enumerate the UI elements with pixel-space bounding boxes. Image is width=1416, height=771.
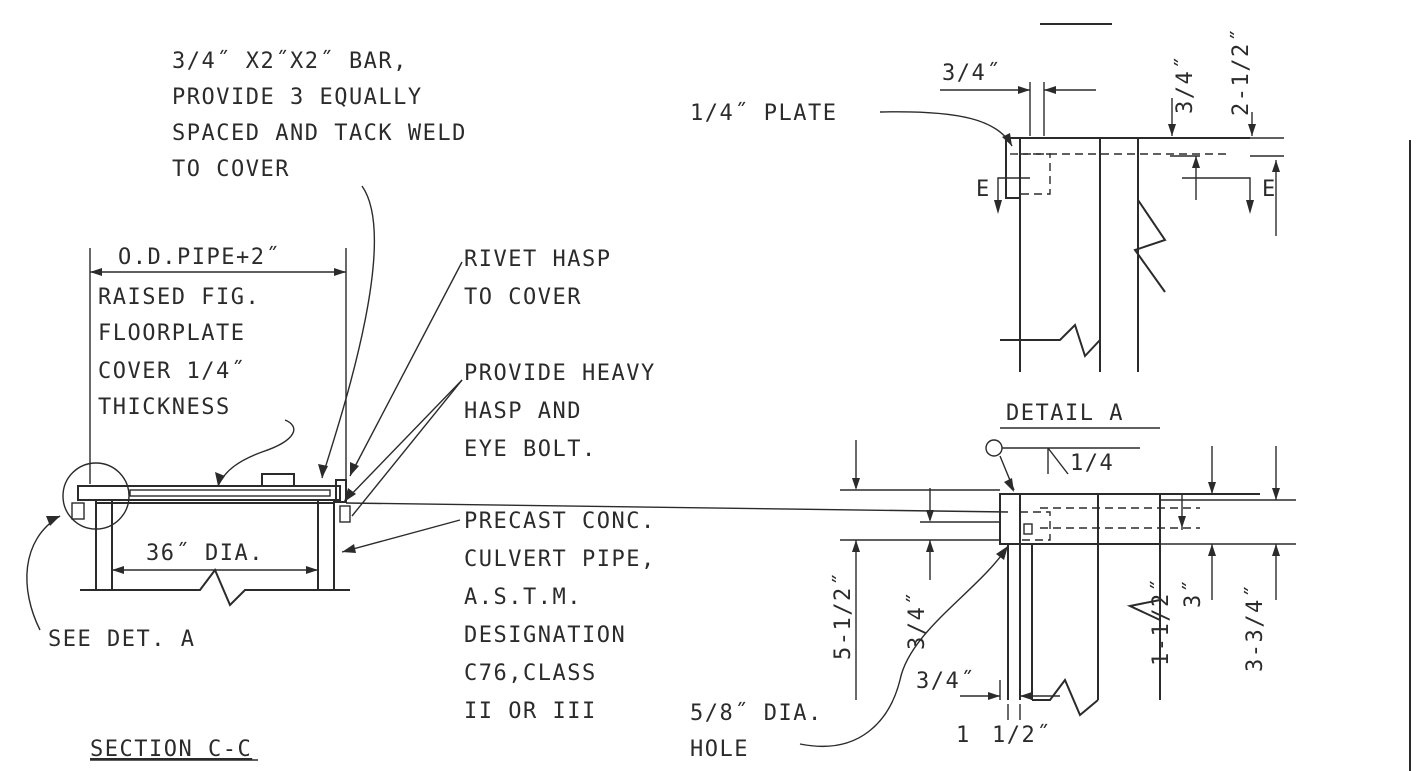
section-notes: 3/4˝ X2˝X2˝ BAR, PROVIDE 3 EQUALLY SPACE… [48, 49, 1124, 762]
detail-a-title: DETAIL A [1006, 401, 1124, 426]
top-2-1-2-vertical: 2-1/2˝ [1229, 28, 1254, 116]
section-mark-e-right: E [1262, 177, 1277, 202]
detail-1-2: 1/2˝ [992, 723, 1051, 748]
rivet-note-line-1: RIVET HASP [464, 247, 611, 272]
weld-size-label: 1/4 [1070, 451, 1114, 476]
top-3-4-vertical: 3/4˝ [1173, 55, 1198, 114]
section-leaders [26, 185, 463, 631]
cover-note-line-4: THICKNESS [98, 395, 231, 420]
pipe-note-line-3: A.S.T.M. [464, 585, 582, 610]
detail-3: 3˝ [1181, 579, 1206, 609]
pipe-note-line-2: CULVERT PIPE, [464, 547, 656, 572]
pipe-diameter-label: 36˝ DIA. [146, 541, 264, 566]
cover-note-line-1: RAISED FIG. [98, 285, 260, 310]
see-detail-note: SEE DET. A [48, 627, 195, 652]
hole-note-line-1: 5/8˝ DIA. [690, 701, 823, 726]
top-detail-view [879, 23, 1284, 372]
plate-note: 1/4˝ PLATE [690, 101, 837, 126]
detail-a-view [799, 427, 1296, 747]
hasp-note-line-2: HASP AND [464, 399, 582, 424]
pipe-note-line-1: PRECAST CONC. [464, 509, 656, 534]
top-3-4-horizontal: 3/4˝ [942, 61, 1001, 86]
hasp-note-line-3: EYE BOLT. [464, 437, 597, 462]
pipe-note-line-4: DESIGNATION [464, 623, 626, 648]
detail-1-1-2: 1-1/2˝ [1149, 578, 1174, 666]
detail-5-1-2: 5-1/2˝ [831, 572, 856, 660]
detail-3-3-4: 3-3/4˝ [1243, 584, 1268, 672]
pipe-note-line-5: C76,CLASS [464, 661, 597, 686]
bar-note-line-4: TO COVER [172, 157, 290, 182]
pipe-note-line-6: II OR III [464, 699, 597, 724]
detail-1: 1 [956, 723, 971, 748]
cover-note-line-2: FLOORPLATE [98, 321, 245, 346]
od-pipe-dimension: O.D.PIPE+2˝ [118, 245, 280, 270]
hasp-note-line-1: PROVIDE HEAVY [464, 361, 656, 386]
dimension-labels: 3/4˝ 3/4˝ 2-1/2˝ E E 5-1/2˝ 3/4˝ 1-1/2˝ … [831, 28, 1277, 748]
rivet-note-line-2: TO COVER [464, 285, 582, 310]
detail-3-4-vertical: 3/4˝ [905, 591, 930, 650]
detail-3-4-horizontal: 3/4˝ [916, 669, 975, 694]
bar-note-line-1: 3/4˝ X2˝X2˝ BAR, [172, 49, 408, 74]
section-mark-e-left: E [976, 177, 991, 202]
section-c-c-view [62, 248, 1009, 607]
bar-note-line-3: SPACED AND TACK WELD [172, 121, 467, 146]
cover-note-line-3: COVER 1/4˝ [98, 359, 245, 384]
hole-note-line-2: HOLE [690, 737, 749, 762]
bar-note-line-2: PROVIDE 3 EQUALLY [172, 85, 423, 110]
section-title: SECTION C-C [90, 737, 252, 762]
